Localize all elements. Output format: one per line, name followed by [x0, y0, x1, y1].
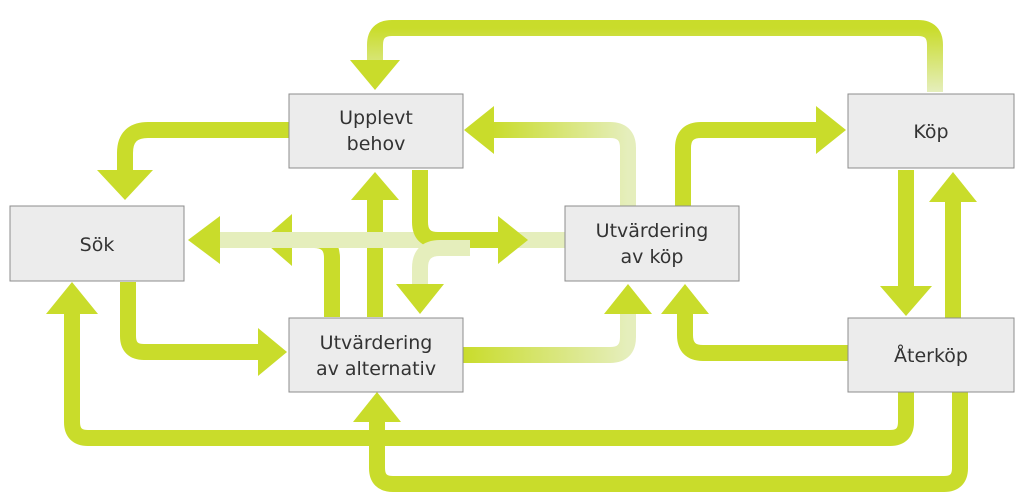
arrowhead-kop-to-upplevt-behov	[350, 60, 400, 90]
arrow-aterkop-to-utvardering-kop	[677, 312, 848, 361]
arrow-sok-to-utvardering-alternativ	[120, 282, 260, 360]
arrow-alternativ-to-sok	[290, 232, 340, 317]
node-kop: Köp	[847, 93, 1015, 169]
arrowhead-aterkop-to-utvardering-kop	[661, 284, 709, 314]
arrowhead-alternativ-to-upplevt-behov	[351, 172, 399, 200]
node-sok-label: Sök	[80, 234, 115, 256]
arrowhead-into-alternativ	[396, 284, 444, 314]
arrowhead-alternativ-to-utvardering-kop	[604, 284, 652, 314]
arrowhead-aterkop-to-sok	[46, 282, 98, 314]
node-utvardering-alternativ-line1: Utvärdering	[320, 332, 433, 354]
arrowhead-kop-to-aterkop	[880, 286, 932, 316]
node-utvardering-alternativ: Utvärdering av alternativ	[288, 317, 464, 393]
flow-arrows	[46, 20, 977, 492]
arrow-kop-to-upplevt-behov	[367, 20, 943, 92]
arrowhead-upplevt-behov-to-utvardering-kop	[498, 216, 528, 264]
node-utvardering-kop: Utvärdering av köp	[564, 205, 740, 282]
arrowhead-utvardering-kop-to-upplevt-behov	[464, 106, 494, 154]
arrowhead-aterkop-to-kop	[929, 172, 977, 202]
arrow-aterkop-to-utvardering-alternativ	[369, 392, 968, 492]
arrow-alternativ-to-utvardering-kop	[463, 312, 636, 363]
node-aterkop: Återköp	[847, 317, 1015, 393]
node-kop-label: Köp	[913, 121, 948, 143]
arrow-utvardering-kop-to-kop	[675, 122, 818, 208]
arrowhead-upplevt-behov-to-sok	[97, 170, 153, 200]
arrow-aterkop-to-sok	[64, 312, 914, 446]
node-upplevt-behov: Upplevt behov	[288, 93, 464, 169]
arrowhead-kop-eval-to-sok	[188, 216, 220, 264]
node-utvardering-kop-line1: Utvärdering	[596, 220, 709, 242]
node-utvardering-alternativ-line2: av alternativ	[316, 358, 436, 380]
node-upplevt-behov-line2: behov	[347, 133, 406, 155]
arrow-upplevt-behov-to-utvardering-kop	[412, 170, 500, 248]
arrow-upplevt-behov-to-sok	[117, 122, 290, 172]
arrow-into-alternativ-faded	[412, 240, 470, 286]
arrowhead-aterkop-to-utvardering-alternativ	[353, 392, 401, 422]
node-aterkop-label: Återköp	[894, 344, 968, 367]
arrow-utvardering-kop-to-upplevt-behov	[492, 122, 636, 208]
node-upplevt-behov-line1: Upplevt	[339, 107, 413, 129]
node-utvardering-kop-line2: av köp	[621, 246, 684, 268]
arrowhead-sok-to-utvardering-alternativ	[258, 328, 287, 376]
arrowhead-utvardering-kop-to-kop	[816, 106, 846, 154]
node-sok: Sök	[9, 205, 185, 282]
